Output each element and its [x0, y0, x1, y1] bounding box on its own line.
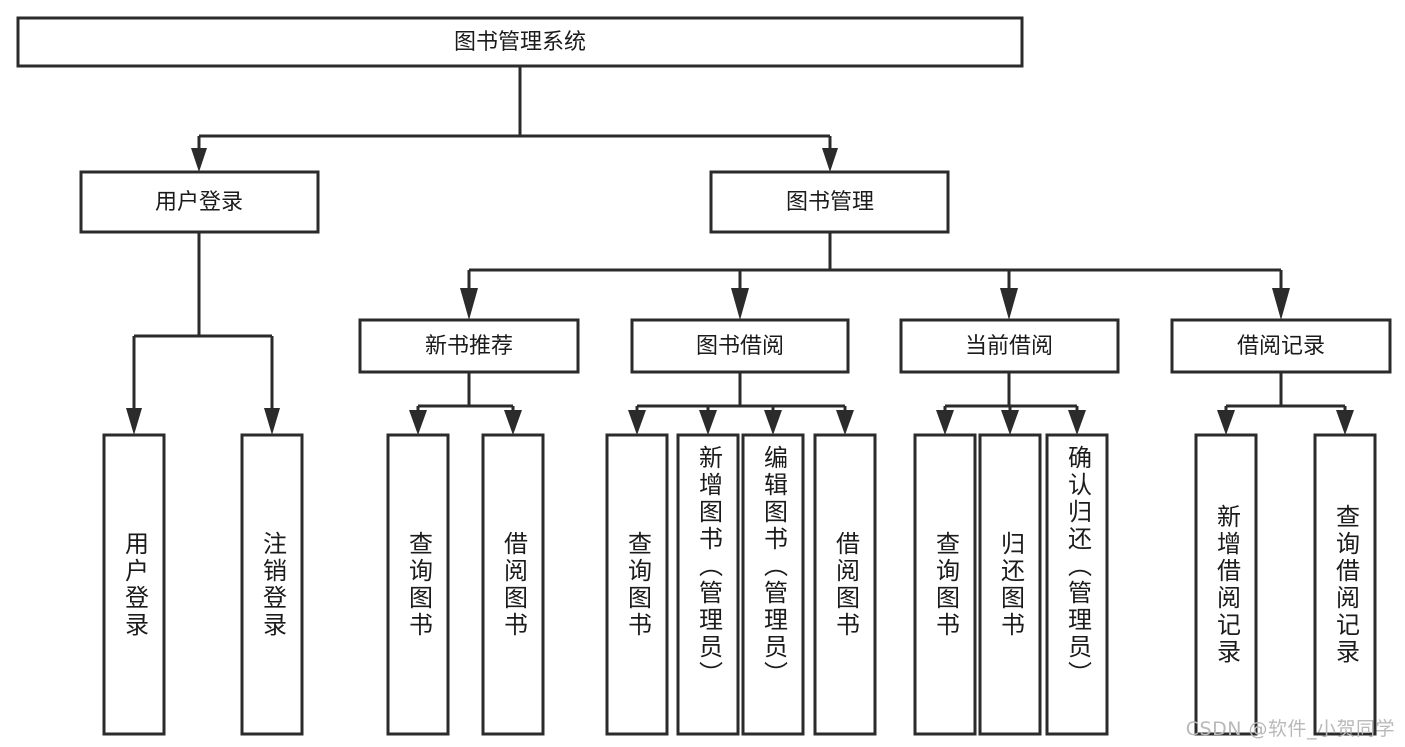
- arrow-head-leaf-query-book-borrow: [628, 410, 646, 435]
- node-leaf-borrow-book-rec-box[interactable]: [481, 433, 545, 736]
- node-borrow-record-label: 借阅记录: [1237, 334, 1325, 359]
- node-book-borrow-box[interactable]: [630, 318, 850, 374]
- node-leaf-user-logout-box[interactable]: [240, 433, 304, 736]
- node-new-book-rec-box[interactable]: [358, 318, 580, 374]
- node-leaf-confirm-return-box[interactable]: [1045, 433, 1109, 736]
- node-borrow-record-box[interactable]: [1170, 318, 1392, 374]
- arrow-head-leaf-add-record: [1217, 410, 1235, 435]
- node-leaf-return-book-box[interactable]: [978, 433, 1042, 736]
- node-book-borrow-label: 图书借阅: [696, 334, 784, 359]
- node-leaf-add-record-box[interactable]: [1194, 433, 1258, 736]
- arrow-head-leaf-user-login: [126, 408, 142, 435]
- node-user-login-box[interactable]: [79, 170, 320, 234]
- arrow-head-leaf-edit-book: [764, 410, 782, 435]
- arrow-head-leaf-return-book: [1001, 410, 1019, 435]
- node-book-manage-label: 图书管理: [786, 190, 874, 215]
- node-book-manage-box[interactable]: [709, 170, 950, 234]
- arrow-head-book-borrow: [731, 288, 749, 320]
- arrow-head-book-manage: [822, 148, 838, 172]
- node-leaf-query-book-rec-box[interactable]: [386, 433, 450, 736]
- node-leaf-query-book-current-box[interactable]: [913, 433, 977, 736]
- arrow-head-leaf-confirm-return: [1068, 410, 1086, 435]
- arrow-head-leaf-query-record: [1336, 410, 1354, 435]
- arrow-head-leaf-user-logout: [264, 408, 280, 435]
- node-current-borrow-label: 当前借阅: [965, 334, 1053, 359]
- node-leaf-query-book-borrow-box[interactable]: [605, 433, 669, 736]
- arrow-head-leaf-query-book-rec: [409, 410, 427, 435]
- node-current-borrow-box[interactable]: [899, 318, 1120, 374]
- arrow-head-current-borrow: [1000, 288, 1018, 320]
- arrow-head-leaf-borrow-book-rec: [504, 410, 522, 435]
- csdn-watermark: CSDN @软件_小贺同学: [1185, 718, 1395, 740]
- node-leaf-edit-book-box[interactable]: [741, 433, 805, 736]
- connector-layer: [126, 66, 1354, 435]
- arrow-head-borrow-record: [1272, 288, 1290, 320]
- node-box-layer: 图书管理系统 用户登录 图书管理 新书推荐 图书借阅 当前借阅 借阅记录: [16, 16, 1392, 736]
- arrow-head-leaf-borrow-book: [836, 410, 854, 435]
- node-leaf-borrow-book-box[interactable]: [813, 433, 877, 736]
- node-leaf-query-record-box[interactable]: [1313, 433, 1377, 736]
- node-new-book-rec-label: 新书推荐: [425, 334, 513, 359]
- node-leaf-add-book-box[interactable]: [676, 433, 740, 736]
- node-root-box[interactable]: [16, 16, 1024, 68]
- node-leaf-user-login-box[interactable]: [102, 433, 166, 736]
- node-root-label: 图书管理系统: [454, 30, 586, 55]
- arrow-head-user-login: [191, 148, 207, 172]
- arrow-head-leaf-add-book: [699, 410, 717, 435]
- arrow-head-new-book-rec: [460, 288, 478, 320]
- arrow-head-leaf-query-book-current: [936, 410, 954, 435]
- node-user-login-label: 用户登录: [155, 190, 243, 215]
